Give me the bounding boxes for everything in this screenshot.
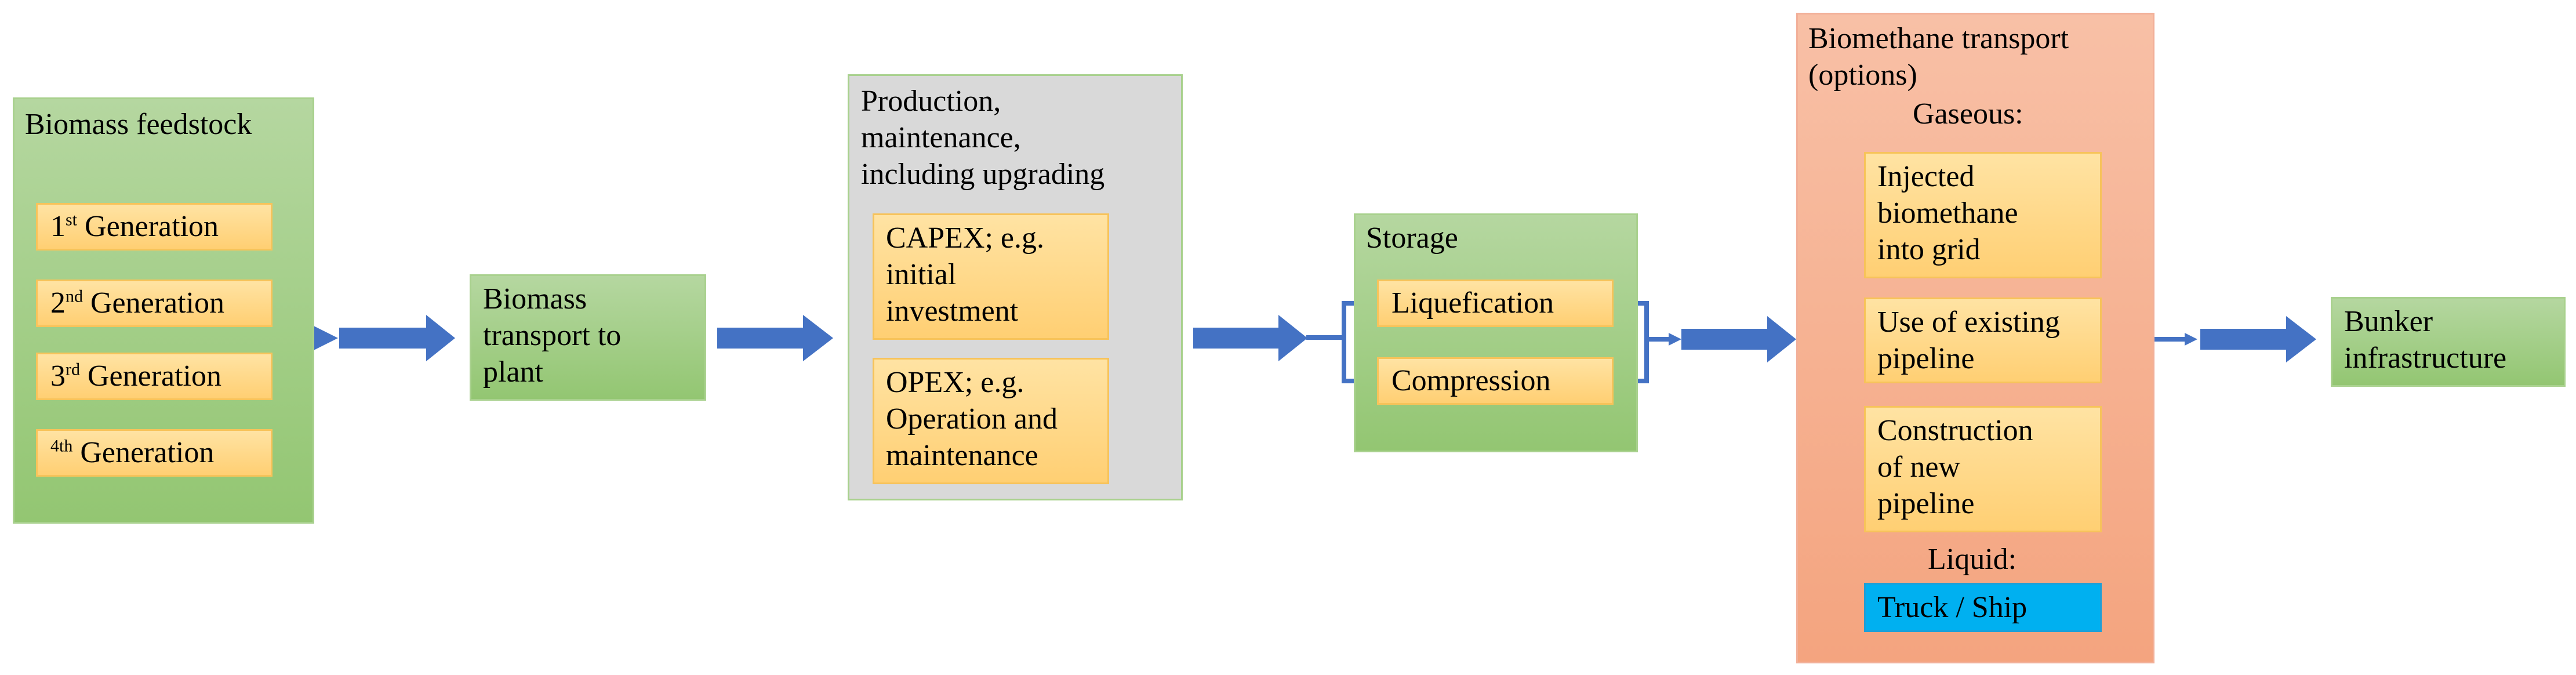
existing-pipeline-box: Use of existing pipeline	[1864, 297, 2102, 383]
new-pipeline-line-3: pipeline	[1877, 487, 1975, 520]
new-pipeline-line-2: of new	[1877, 451, 1960, 484]
generation-3-box: 3rd Generation	[36, 353, 273, 400]
capex-line-3: investment	[886, 295, 1019, 328]
production-title-3: including upgrading	[861, 158, 1105, 191]
truck-ship-box: Truck / Ship	[1864, 583, 2102, 632]
bunker-line-2: infrastructure	[2344, 342, 2507, 375]
block-arrow-4	[1681, 316, 1796, 362]
compression-box: Compression	[1377, 357, 1614, 405]
existing-line-1: Use of existing	[1877, 306, 2060, 339]
biomethane-title-2: (options)	[1808, 59, 1917, 92]
generation-4-box: 4th Generation	[36, 429, 273, 477]
block-arrow-5	[2200, 316, 2316, 362]
transport-line-1: Biomass	[483, 282, 587, 315]
transport-line-2: transport to	[483, 319, 622, 352]
opex-line-2: Operation and	[886, 402, 1058, 436]
compression-label: Compression	[1391, 364, 1551, 397]
capex-box: CAPEX; e.g. initial investment	[873, 213, 1109, 340]
bunker-line-1: Bunker	[2344, 305, 2433, 338]
production-title-2: maintenance,	[861, 121, 1021, 154]
liquefication-label: Liquefication	[1391, 286, 1554, 320]
truck-ship-label: Truck / Ship	[1877, 591, 2028, 624]
injected-grid-box: Injected biomethane into grid	[1864, 152, 2102, 278]
opex-line-3: maintenance	[886, 439, 1038, 472]
storage-title: Storage	[1366, 222, 1458, 255]
block-arrow-3	[1193, 315, 1307, 361]
block-arrow-1	[339, 315, 455, 361]
generation-2-box: 2nd Generation	[36, 280, 273, 327]
generation-1-box: 1st Generation	[36, 203, 273, 251]
bunker-infrastructure-box: Bunker infrastructure	[2331, 297, 2566, 387]
liquid-label: Liquid:	[1928, 543, 2017, 576]
gaseous-label: Gaseous:	[1913, 97, 2023, 130]
generation-3-label: 3rd Generation	[50, 360, 222, 393]
injected-line-1: Injected	[1877, 160, 1975, 193]
arrowhead-biomethane-out	[2185, 333, 2197, 346]
production-title-1: Production,	[861, 85, 1001, 118]
arrowhead-storage-out	[1669, 333, 1681, 346]
opex-line-1: OPEX; e.g.	[886, 366, 1024, 399]
arrowhead-feedstock-out	[325, 332, 337, 344]
generation-1-label: 1st Generation	[50, 210, 219, 243]
capex-line-2: initial	[886, 258, 957, 291]
transport-line-3: plant	[483, 355, 543, 389]
new-pipeline-line-1: Construction	[1877, 414, 2033, 447]
biomass-feedstock-title: Biomass feedstock	[25, 108, 252, 141]
transport-to-plant-box: Biomass transport to plant	[470, 274, 706, 401]
new-pipeline-box: Construction of new pipeline	[1864, 406, 2102, 532]
injected-line-3: into grid	[1877, 233, 1981, 266]
storage-panel: Storage	[1354, 213, 1638, 452]
injected-line-2: biomethane	[1877, 197, 2018, 230]
generation-2-label: 2nd Generation	[50, 286, 225, 320]
capex-line-1: CAPEX; e.g.	[886, 222, 1044, 255]
block-arrow-2	[717, 315, 833, 361]
biomethane-title-1: Biomethane transport	[1808, 22, 2069, 55]
liquefication-box: Liquefication	[1377, 280, 1614, 327]
opex-box: OPEX; e.g. Operation and maintenance	[873, 358, 1109, 484]
generation-4-label: 4th Generation	[50, 436, 215, 469]
existing-line-2: pipeline	[1877, 342, 1975, 375]
